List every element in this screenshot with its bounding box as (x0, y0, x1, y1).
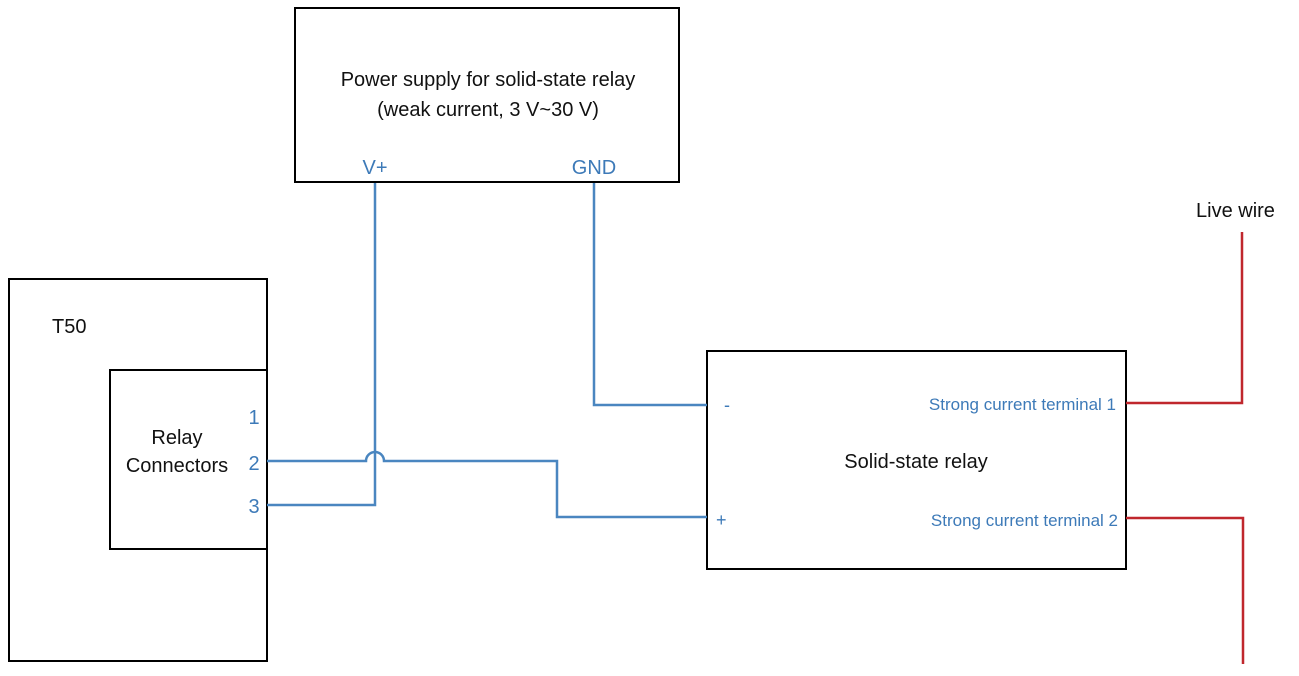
wire-gnd-to-relay-minus (592, 183, 707, 407)
wire-terminal1-to-live (1126, 232, 1244, 405)
relay-connector-pin-1: 1 (248, 407, 259, 429)
relay-connector-pin-2: 2 (248, 453, 259, 475)
wire-pin2-to-relay-plus (267, 450, 707, 519)
relay-pin-plus: + (716, 510, 727, 530)
power-supply-pin-vplus: V+ (362, 157, 387, 179)
wire-vplus-to-pin3 (267, 183, 377, 507)
solid-state-relay-title: Solid-state relay (844, 451, 987, 473)
relay-connectors-label-line1: Relay (151, 427, 202, 449)
solid-state-relay-box (706, 350, 1127, 570)
t50-title: T50 (52, 316, 86, 338)
relay-connectors-box (109, 369, 268, 550)
power-supply-box (294, 7, 680, 183)
relay-pin-minus: - (724, 395, 730, 415)
relay-connectors-label-line2: Connectors (126, 455, 228, 477)
relay-connector-pin-3: 3 (248, 496, 259, 518)
power-supply-title-line1: Power supply for solid-state relay (341, 69, 636, 91)
live-wire-label: Live wire (1196, 200, 1275, 222)
power-supply-pin-gnd: GND (572, 157, 616, 179)
relay-strong-terminal-2: Strong current terminal 2 (931, 511, 1118, 530)
relay-strong-terminal-1: Strong current terminal 1 (929, 395, 1116, 414)
wire-terminal2-down (1126, 516, 1245, 664)
power-supply-title-line2: (weak current, 3 V~30 V) (377, 99, 599, 121)
